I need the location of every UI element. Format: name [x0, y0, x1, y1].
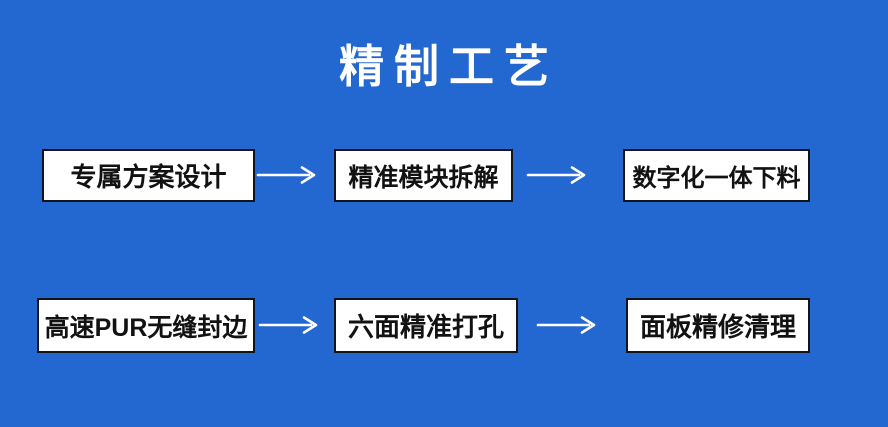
right-arrow-icon [256, 164, 322, 186]
flow-step-digital-cutting: 数字化一体下料 [623, 149, 810, 202]
flow-step-pur-edge-banding: 高速PUR无缝封边 [37, 298, 255, 353]
flow-step-panel-finishing: 面板精修清理 [626, 298, 810, 353]
flow-step-module-breakdown: 精准模块拆解 [334, 149, 513, 202]
page-title: 精制工艺 [338, 41, 559, 92]
flow-step-six-side-drilling: 六面精准打孔 [334, 298, 518, 353]
right-arrow-icon [526, 164, 592, 186]
right-arrow-icon [258, 314, 324, 336]
flow-step-exclusive-design: 专属方案设计 [42, 149, 255, 202]
right-arrow-icon [536, 314, 602, 336]
